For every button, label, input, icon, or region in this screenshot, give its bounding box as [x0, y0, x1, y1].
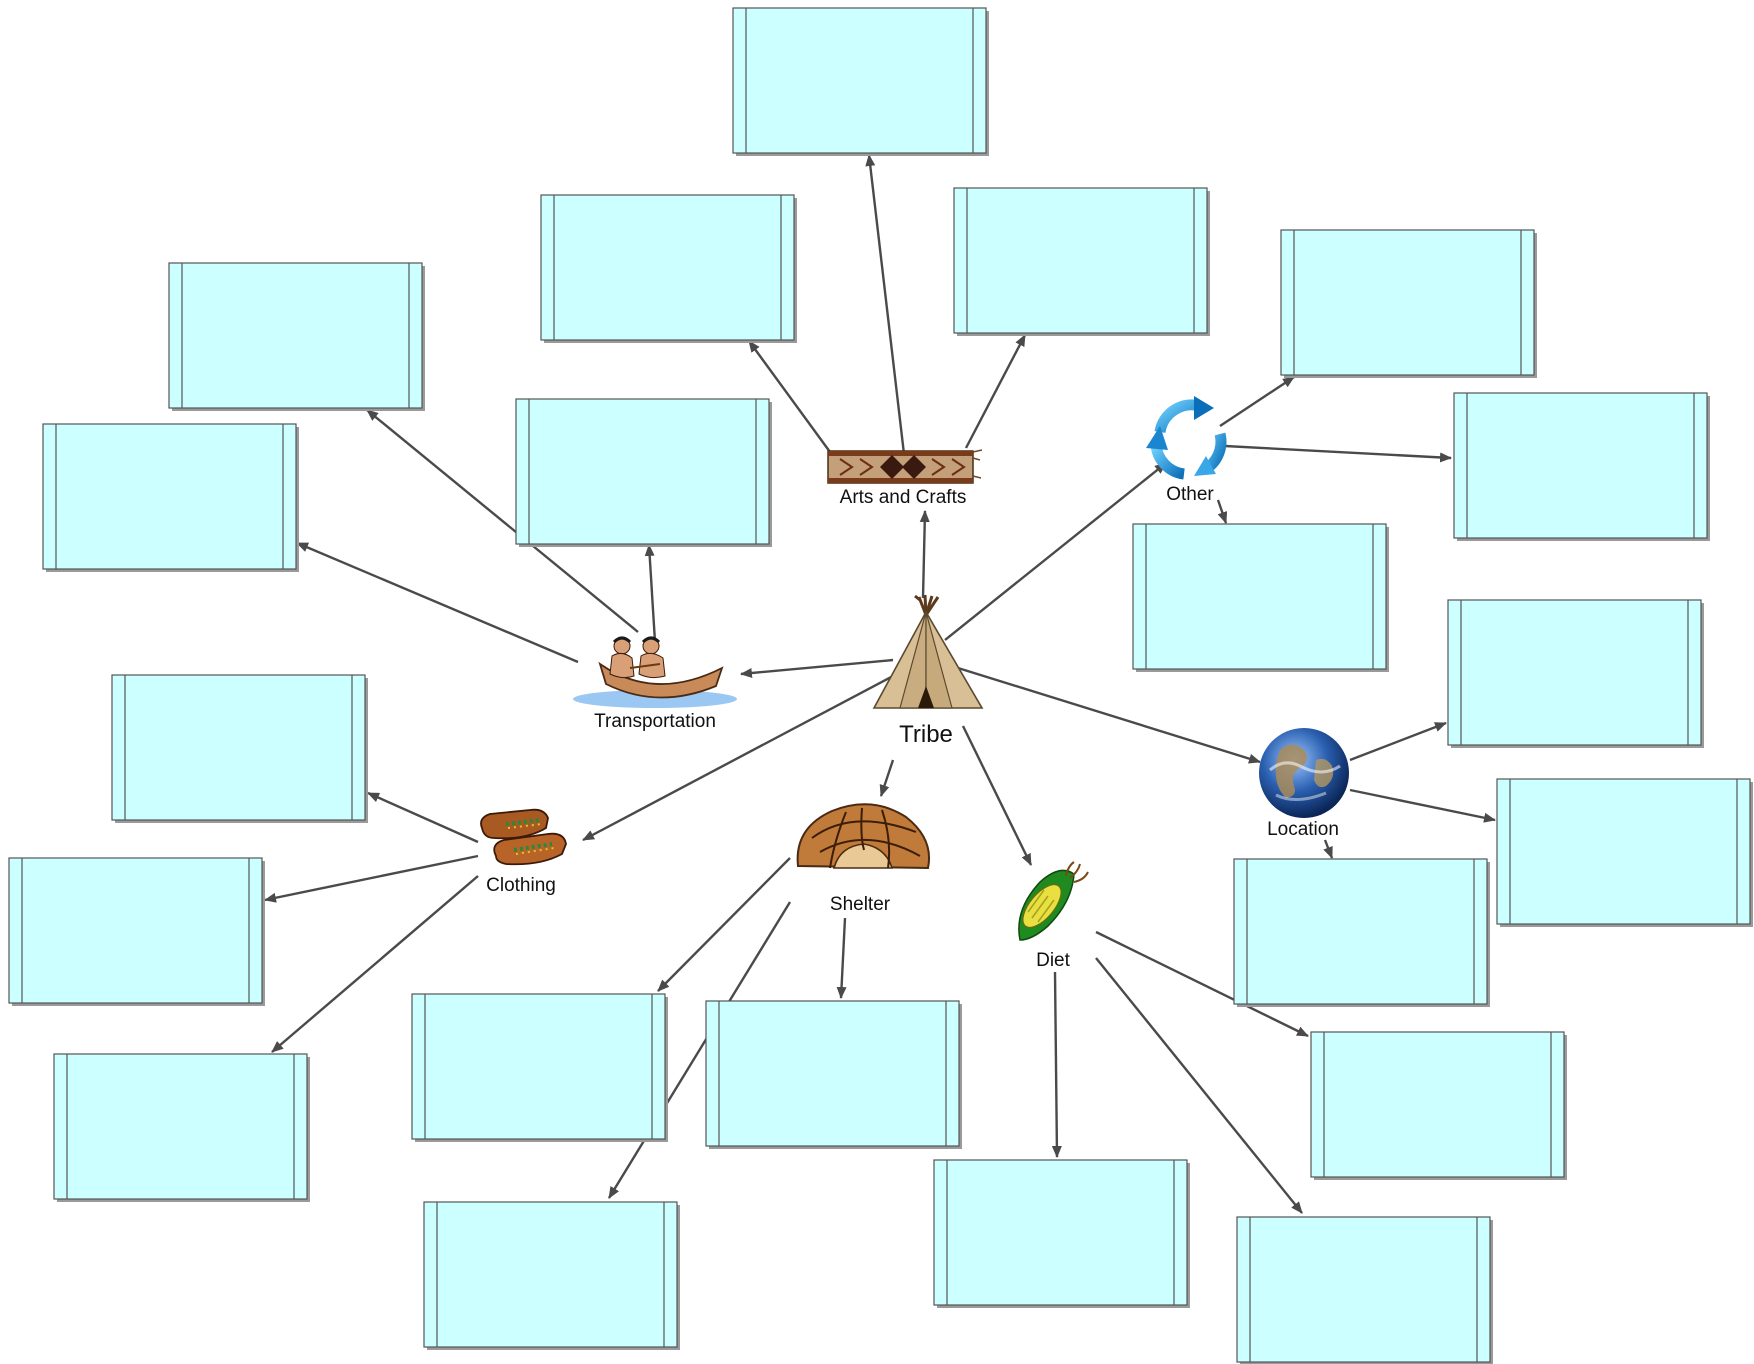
- node-label: Shelter: [830, 894, 891, 915]
- answer-box-location[interactable]: [1233, 858, 1490, 1007]
- answer-box-other[interactable]: [1280, 229, 1537, 378]
- answer-box-arts[interactable]: [540, 194, 797, 343]
- edge-shelter-box: [607, 901, 792, 1199]
- answer-box-arts[interactable]: [732, 7, 989, 156]
- recycle-arrows-icon: [1146, 396, 1227, 480]
- node-label: Transportation: [594, 711, 716, 732]
- edge-diet-box: [1051, 971, 1062, 1158]
- answer-box-diet[interactable]: [1236, 1216, 1493, 1364]
- moccasins-icon: [480, 808, 567, 866]
- edge-diet-box: [1095, 957, 1303, 1214]
- node-location[interactable]: Location: [1259, 728, 1349, 840]
- edge-tribe-arts: [919, 510, 930, 599]
- tipi-icon: [872, 594, 984, 709]
- answer-box-transportation[interactable]: [42, 423, 299, 572]
- edge-other-box: [1219, 375, 1295, 428]
- edge-shelter-box: [657, 857, 791, 992]
- answer-box-clothing[interactable]: [8, 857, 265, 1006]
- edge-location-box: [1349, 788, 1496, 823]
- node-other[interactable]: Other: [1146, 396, 1227, 505]
- edges: [264, 154, 1496, 1214]
- answer-box-location[interactable]: [1447, 599, 1704, 748]
- answer-box-shelter[interactable]: [705, 1000, 962, 1149]
- node-label: Diet: [1036, 950, 1071, 971]
- node-arts[interactable]: Arts and Crafts: [827, 449, 983, 508]
- wigwam-icon: [796, 803, 930, 870]
- node-label: Other: [1166, 484, 1214, 505]
- corn-icon: [1018, 861, 1089, 941]
- node-label: Clothing: [486, 875, 556, 896]
- edge-arts-box: [865, 154, 906, 455]
- woven-rug-icon: [827, 449, 983, 484]
- edge-tribe-diet: [961, 725, 1033, 866]
- edge-clothing-box: [271, 875, 479, 1053]
- edge-transportation-box: [644, 544, 657, 643]
- node-shelter[interactable]: Shelter: [796, 803, 930, 915]
- edge-tribe-clothing: [582, 674, 894, 842]
- answer-box-clothing[interactable]: [111, 674, 368, 823]
- answer-box-other[interactable]: [1132, 523, 1389, 672]
- node-label: Arts and Crafts: [840, 487, 967, 508]
- answer-boxes: [8, 7, 1753, 1364]
- edge-tribe-shelter: [879, 759, 895, 797]
- edge-clothing-box: [367, 791, 479, 844]
- answer-box-transportation[interactable]: [515, 398, 772, 547]
- edge-location-box: [1323, 839, 1334, 859]
- answer-box-other[interactable]: [1453, 392, 1710, 541]
- edge-transportation-box: [296, 541, 579, 664]
- edge-clothing-box: [264, 854, 479, 903]
- edge-tribe-transportation: [740, 658, 894, 678]
- edge-tribe-location: [957, 666, 1261, 764]
- edge-tribe-other: [944, 462, 1167, 641]
- edge-arts-box: [748, 340, 831, 453]
- answer-box-transportation[interactable]: [168, 262, 425, 411]
- answer-box-shelter[interactable]: [411, 993, 668, 1142]
- answer-box-clothing[interactable]: [53, 1053, 310, 1202]
- canoe-icon: [573, 636, 737, 708]
- node-diet[interactable]: Diet: [1016, 861, 1089, 971]
- edge-transportation-box: [366, 409, 639, 633]
- edge-other-box: [1224, 444, 1452, 463]
- answer-box-location[interactable]: [1496, 778, 1753, 927]
- edge-diet-box: [1095, 930, 1309, 1038]
- answer-box-diet[interactable]: [1310, 1031, 1567, 1180]
- hub-tribe[interactable]: Tribe: [872, 594, 984, 748]
- answer-box-shelter[interactable]: [423, 1201, 680, 1350]
- node-transportation[interactable]: Transportation: [573, 636, 737, 732]
- edge-shelter-box: [836, 917, 847, 999]
- node-clothing[interactable]: Clothing: [480, 808, 567, 896]
- edge-arts-box: [964, 334, 1027, 449]
- globe-icon: [1259, 728, 1349, 818]
- edge-other-box: [1216, 499, 1228, 524]
- edge-location-box: [1349, 721, 1447, 762]
- answer-box-arts[interactable]: [953, 187, 1210, 336]
- hub-label: Tribe: [899, 721, 953, 748]
- node-label: Location: [1267, 819, 1339, 840]
- answer-box-diet[interactable]: [933, 1159, 1190, 1308]
